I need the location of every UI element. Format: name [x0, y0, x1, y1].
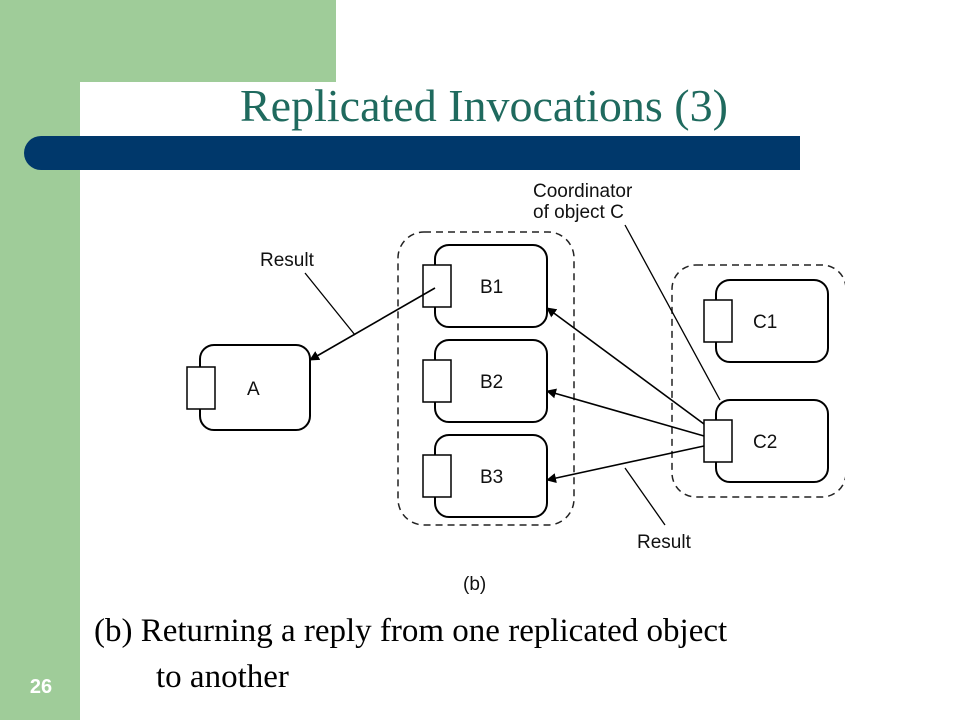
group-c-boundary	[671, 264, 845, 498]
object-b3-label: B3	[480, 467, 503, 488]
object-c2: C2	[703, 399, 829, 483]
object-c1: C1	[703, 279, 829, 363]
object-b3: B3	[422, 434, 548, 518]
object-b1: B1	[422, 244, 548, 328]
slide-title: Replicated Invocations (3)	[240, 80, 728, 131]
slide-number: 26	[29, 676, 53, 698]
leader-result-bottom	[624, 467, 666, 526]
slide-caption: (b) Returning a reply from one replicate…	[94, 608, 934, 700]
leader-result-left	[304, 272, 356, 336]
arrow-c2-to-b3	[546, 445, 705, 483]
diagram-canvas: A B1 B2 B3 C1 C2	[186, 181, 845, 595]
object-c1-label: C1	[753, 312, 777, 333]
result-label-left: Result	[260, 250, 315, 271]
coordinator-label-line1: Coordinator	[533, 181, 633, 202]
caption-line-2: to another	[156, 659, 289, 695]
figure-label: (b)	[463, 574, 486, 595]
object-b2-label: B2	[480, 372, 503, 393]
result-label-bottom: Result	[637, 532, 692, 553]
object-a-label: A	[247, 379, 260, 400]
group-b-boundary	[397, 231, 575, 526]
object-c2-label: C2	[753, 432, 777, 453]
arrow-c2-to-b1	[546, 307, 705, 425]
arrow-c2-to-b2	[546, 388, 705, 437]
left-green-band	[0, 0, 80, 720]
object-b2: B2	[422, 339, 548, 423]
object-a: A	[186, 344, 311, 431]
title-underline-bar	[24, 136, 800, 170]
top-green-band	[0, 0, 336, 82]
leader-coordinator	[624, 224, 721, 401]
caption-line-1: (b) Returning a reply from one replicate…	[94, 613, 728, 649]
arrow-b1-to-a	[309, 287, 436, 361]
object-b1-label: B1	[480, 277, 503, 298]
coordinator-label-line2: of object C	[533, 202, 624, 223]
replication-diagram: A B1 B2 B3 C1 C2	[155, 180, 845, 600]
